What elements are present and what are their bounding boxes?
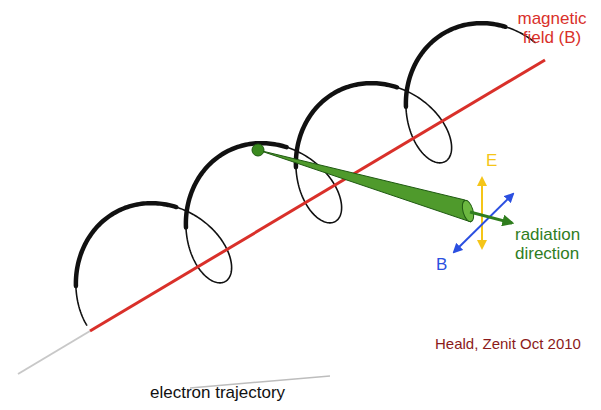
helix-back-arc <box>76 286 87 326</box>
citation-label: Heald, Zenit Oct 2010 <box>435 336 597 353</box>
field-line-extension <box>18 331 90 374</box>
field-label: magnetic field (B) <box>507 10 597 47</box>
b-field-arrow <box>454 194 513 252</box>
helix-front-arc <box>186 143 287 227</box>
helix-front-arc <box>406 23 506 107</box>
radiation-arrow <box>470 212 512 223</box>
trajectory-label: electron trajectory <box>150 384 350 403</box>
e-label: E <box>486 152 506 171</box>
electron-trajectory-front <box>76 23 506 286</box>
b-label: B <box>436 256 456 275</box>
magnetic-field-line <box>90 60 545 331</box>
radiation-label: radiation direction <box>515 226 597 263</box>
helix-front-arc <box>76 203 176 286</box>
cone-end <box>460 199 476 223</box>
e-field-arrow <box>481 178 483 248</box>
radiation-cone <box>258 150 471 222</box>
electron-trajectory-back <box>76 27 536 326</box>
helix-front-arc <box>296 83 397 167</box>
electron-dot <box>252 144 264 156</box>
